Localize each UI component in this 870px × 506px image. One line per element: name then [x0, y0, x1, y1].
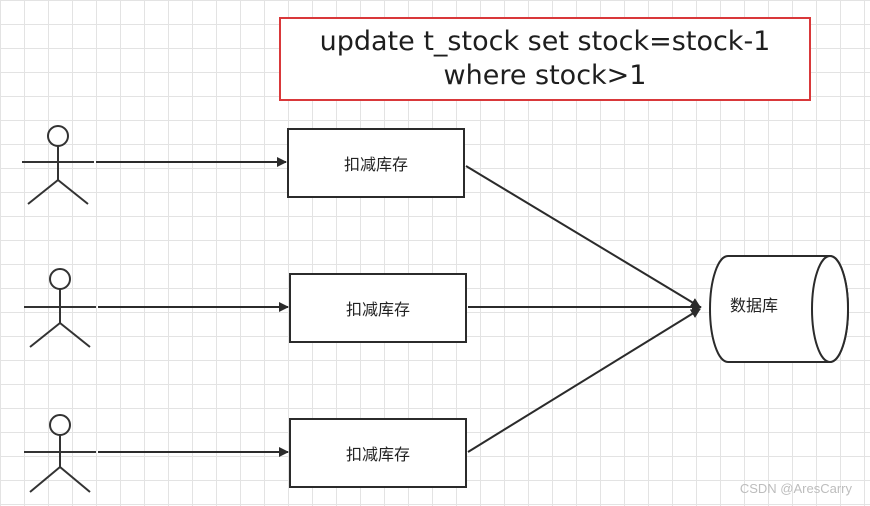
- sql-line-2: where stock>1: [443, 60, 647, 91]
- process-label: 扣减库存: [343, 155, 408, 174]
- sql-line-1: update t_stock set stock=stock-1: [319, 26, 771, 57]
- arrow-process3-to-database: [467, 308, 701, 453]
- database-label: 数据库: [729, 296, 778, 315]
- user-actor-3: [24, 414, 96, 493]
- process-box-1: 扣减库存: [287, 128, 465, 198]
- watermark: CSDN @AresCarry: [739, 481, 852, 496]
- process-label: 扣减库存: [345, 300, 410, 319]
- database-cylinder: [709, 255, 849, 363]
- process-box-3: 扣减库存: [289, 418, 467, 488]
- user-actor-1: [22, 125, 94, 205]
- sql-statement-box: update t_stock set stock=stock-1 where s…: [279, 17, 811, 101]
- process-box-2: 扣减库存: [289, 273, 467, 343]
- process-label: 扣减库存: [345, 445, 410, 464]
- user-actor-2: [24, 268, 96, 348]
- arrow-process1-to-database: [465, 165, 701, 308]
